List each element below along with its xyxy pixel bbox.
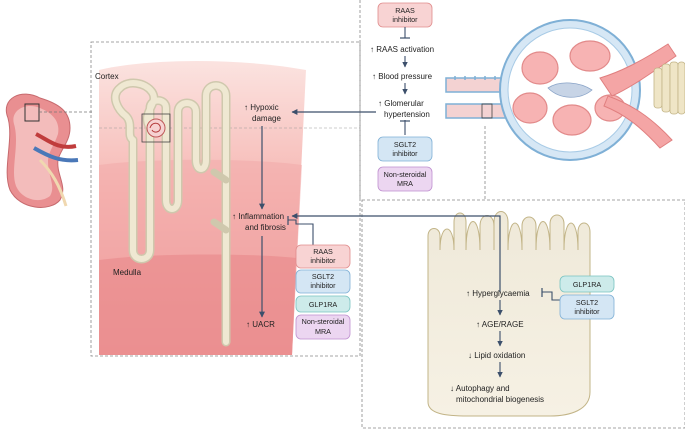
right-glp1-label: GLP1RA	[573, 280, 602, 289]
top-mra-label-1: Non-steroidal	[384, 170, 427, 179]
glomerulus-illustration	[445, 19, 685, 161]
top-mra-box: Non-steroidal MRA	[377, 166, 433, 192]
glomerulus-icon	[141, 113, 171, 143]
top-raas-label-2: inhibitor	[392, 15, 418, 24]
top-mra-label-2: MRA	[397, 179, 413, 188]
tubular-cell	[427, 211, 591, 417]
mid-mra-label-1: Non-steroidal	[302, 317, 345, 326]
hyperglycaemia-label: ↑ Hyperglycaemia	[466, 289, 530, 298]
hypoxic-damage-label-2: damage	[252, 114, 281, 123]
mid-sglt2-box: SGLT2 inhibitor	[295, 269, 351, 294]
autophagy-label-2: mitochondrial biogenesis	[456, 395, 544, 404]
inflammation-label-1: ↑ Inflammation	[232, 212, 284, 221]
arrow-hyperglycaemia-to-inflammation	[291, 213, 501, 292]
top-raas-box: RAAS inhibitor	[377, 2, 433, 28]
kidney-thumbnail-icon	[5, 93, 79, 208]
inflammation-label-2: and fibrosis	[245, 223, 286, 232]
mid-mra-box: Non-steroidal MRA	[295, 314, 351, 340]
right-glp1-box: GLP1RA	[559, 275, 615, 293]
autophagy-label-1: ↓ Autophagy and	[450, 384, 510, 393]
glomerular-label-1: ↑ Glomerular	[378, 99, 424, 108]
medulla-label: Medulla	[113, 268, 142, 277]
inhibition-line-inflammation	[288, 219, 314, 245]
cortex-label: Cortex	[95, 72, 119, 81]
top-raas-label-1: RAAS	[395, 6, 415, 15]
nephron-panel	[90, 41, 361, 357]
mid-sglt2-label-1: SGLT2	[312, 272, 334, 281]
glomerular-label-2: hypertension	[384, 110, 430, 119]
mid-raas-label-1: RAAS	[313, 247, 333, 256]
right-sglt2-box: SGLT2 inhibitor	[559, 294, 615, 320]
top-sglt2-box: SGLT2 inhibitor	[377, 136, 433, 162]
mid-glp1-label: GLP1RA	[309, 300, 338, 309]
mid-glp1-box: GLP1RA	[295, 295, 351, 313]
cell-panel	[361, 199, 685, 429]
age-rage-label: ↑ AGE/RAGE	[476, 320, 524, 329]
raas-activation-label: ↑ RAAS activation	[370, 45, 434, 54]
hypoxic-damage-label-1: ↑ Hypoxic	[244, 103, 279, 112]
blood-pressure-label: ↑ Blood pressure	[372, 72, 433, 81]
right-sglt2-label-2: inhibitor	[574, 307, 600, 316]
uacr-label: ↑ UACR	[246, 320, 275, 329]
inhibition-line-hyperglycaemia	[542, 291, 560, 301]
top-sglt2-label-1: SGLT2	[394, 140, 416, 149]
mid-raas-label-2: inhibitor	[310, 256, 336, 265]
top-sglt2-label-2: inhibitor	[392, 149, 418, 158]
mid-mra-label-2: MRA	[315, 327, 331, 336]
lipid-oxidation-label: ↓ Lipid oxidation	[468, 351, 525, 360]
mid-sglt2-label-2: inhibitor	[310, 281, 336, 290]
right-sglt2-label-1: SGLT2	[576, 298, 598, 307]
mid-raas-box: RAAS inhibitor	[295, 244, 351, 269]
nephron-tubule	[110, 78, 231, 347]
